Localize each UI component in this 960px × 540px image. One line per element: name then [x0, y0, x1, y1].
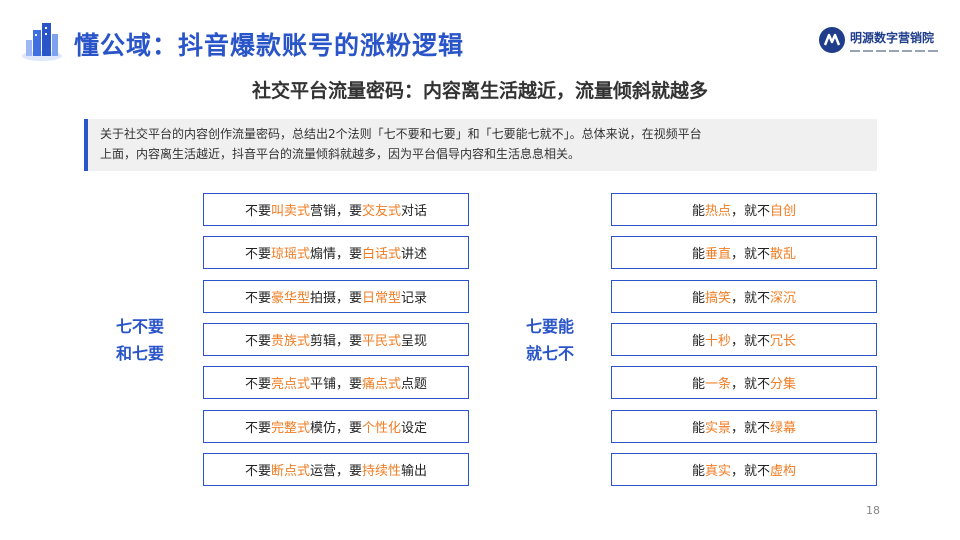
summary-line: 关于社交平台的内容创作流量密码，总结出2个法则「七不要和七要」和「七要能七就不」… [100, 127, 702, 141]
right-rule-box: 能搞笑，就不深沉 [611, 280, 877, 313]
right-rule-box: 能垂直，就不散乱 [611, 236, 877, 269]
left-rule-box: 不要叫卖式营销，要交友式对话 [203, 193, 469, 226]
left-rule-box: 不要完整式模仿，要个性化设定 [203, 410, 469, 443]
right-rule-box: 能十秒，就不冗长 [611, 323, 877, 356]
left-rule-box: 不要琼瑶式煽情，要白话式讲述 [203, 236, 469, 269]
left-rule-box: 不要断点式运营，要持续性输出 [203, 453, 469, 486]
brand-name: 明源数字营销院 [850, 30, 935, 45]
left-rule-box: 不要亮点式平铺，要痛点式点题 [203, 366, 469, 399]
right-rule-box: 能热点，就不自创 [611, 193, 877, 226]
page-number: 18 [866, 504, 880, 517]
left-label-line: 和七要 [115, 344, 164, 363]
right-rule-box: 能一条，就不分集 [611, 366, 877, 399]
left-group-label: 七不要 和七要 [100, 313, 180, 367]
slide-subtitle: 社交平台流量密码：内容离生活越近，流量倾斜就越多 [251, 80, 708, 102]
left-label-line: 七不要 [115, 317, 164, 336]
right-rule-box: 能实景，就不绿幕 [611, 410, 877, 443]
right-label-line: 七要能 [525, 317, 574, 336]
brand-tagline [850, 49, 938, 52]
left-rule-box: 不要贵族式剪辑，要平民式呈现 [203, 323, 469, 356]
right-group-label: 七要能 就七不 [510, 313, 590, 367]
page-title: 懂公域：抖音爆款账号的涨粉逻辑 [74, 31, 465, 60]
building-logo-icon [22, 23, 62, 61]
right-rule-box: 能真实，就不虚构 [611, 453, 877, 486]
summary-box: 关于社交平台的内容创作流量密码，总结出2个法则「七不要和七要」和「七要能七就不」… [84, 119, 877, 171]
summary-line: 上面，内容离生活越近，抖音平台的流量倾斜就越多，因为平台倡导内容和生活息息相关。 [100, 147, 581, 161]
right-label-line: 就七不 [525, 344, 574, 363]
left-rule-box: 不要豪华型拍摄，要日常型记录 [203, 280, 469, 313]
brand-logo: 明源数字营销院 [818, 26, 938, 54]
brand-icon [819, 27, 845, 53]
